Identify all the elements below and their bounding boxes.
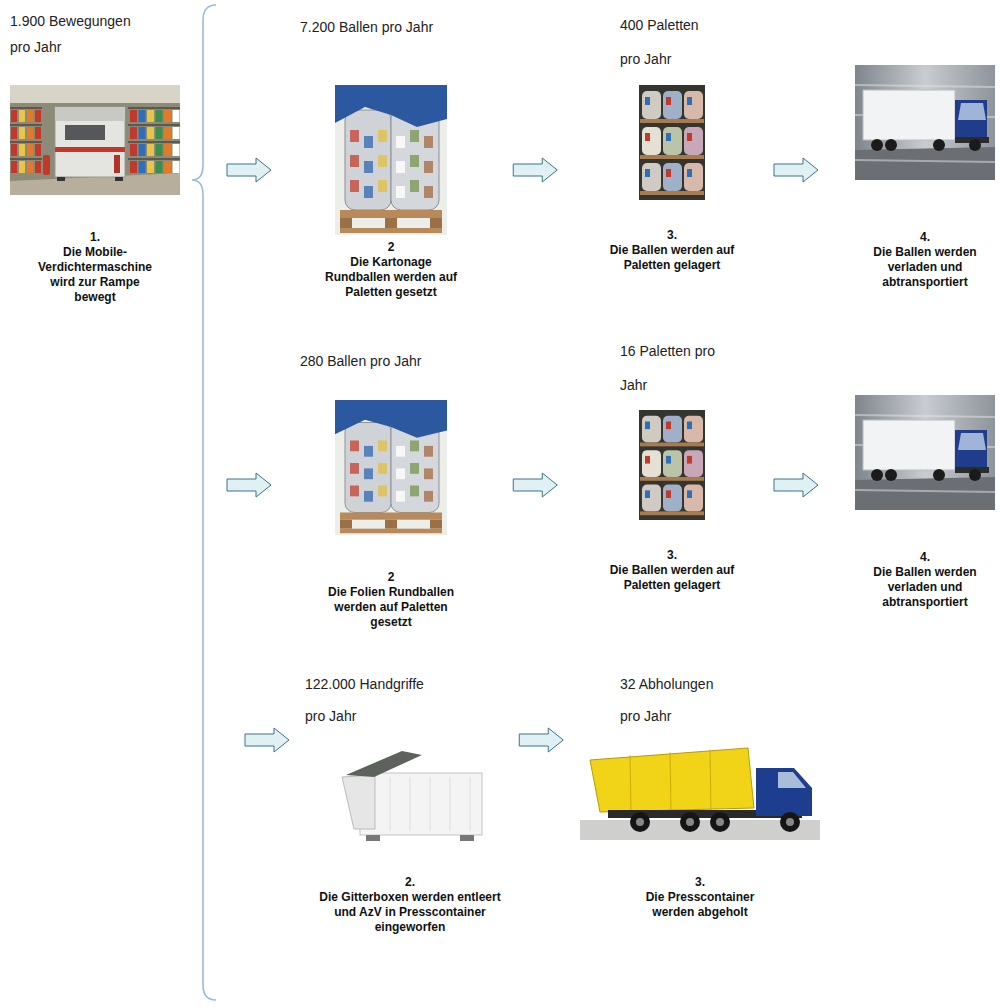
quantity-label: 16 Paletten pro Jahr — [620, 334, 716, 402]
step-illustration — [10, 85, 180, 195]
step-illustration — [335, 85, 447, 235]
step-number: 4. — [865, 550, 985, 565]
step-caption: Die Kartonage Rundballen werden auf Pale… — [319, 255, 464, 300]
block-arrow — [227, 473, 271, 497]
step-number: 1. — [29, 230, 161, 245]
step-caption: Die Ballen werden auf Paletten gelagert — [607, 243, 737, 273]
step-number: 2. — [318, 875, 503, 890]
step-illustration — [855, 395, 995, 510]
quantity-label: 32 Abholungen pro Jahr — [620, 668, 730, 732]
block-arrow — [513, 473, 557, 497]
process-step: 3.Die Ballen werden auf Paletten gelager… — [607, 85, 737, 273]
step-illustration — [335, 400, 447, 535]
process-step: 4.Die Ballen werden verladen und abtrans… — [855, 395, 995, 610]
step-caption: Die Ballen werden auf Paletten gelagert — [607, 563, 737, 593]
step-illustration — [330, 745, 490, 850]
process-step: 2.Die Gitterboxen werden entleert und Az… — [318, 745, 503, 935]
quantity-label: 400 Paletten pro Jahr — [620, 8, 720, 76]
step-caption: Die Presscontainer werden abgeholt — [635, 890, 765, 920]
block-arrow — [519, 728, 563, 752]
quantity-label: 122.000 Handgriffe pro Jahr — [305, 668, 440, 732]
step-number: 3. — [607, 228, 737, 243]
process-step: 2Die Kartonage Rundballen werden auf Pal… — [319, 85, 464, 300]
block-arrow — [774, 158, 818, 182]
process-step: 2Die Folien Rundballen werden auf Palett… — [319, 400, 464, 630]
block-arrow — [227, 158, 271, 182]
block-arrow — [774, 473, 818, 497]
quantity-label: 7.200 Ballen pro Jahr — [300, 14, 520, 40]
step-caption: Die Mobile-Verdichtermaschine wird zur R… — [29, 245, 161, 305]
quantity-label: 1.900 Bewegungen pro Jahr — [10, 8, 145, 60]
process-step: 1.Die Mobile-Verdichtermaschine wird zur… — [10, 85, 180, 305]
step-number: 4. — [865, 230, 985, 245]
process-step: 4.Die Ballen werden verladen und abtrans… — [855, 65, 995, 290]
step-number: 2 — [319, 240, 464, 255]
step-number: 2 — [319, 570, 464, 585]
step-illustration — [580, 738, 820, 840]
step-number: 3. — [607, 548, 737, 563]
block-arrow — [513, 158, 557, 182]
curly-bracket — [192, 5, 216, 1000]
process-step: 3.Die Presscontainer werden abgeholt — [580, 738, 820, 920]
process-step: 3.Die Ballen werden auf Paletten gelager… — [607, 410, 737, 593]
step-caption: Die Gitterboxen werden entleert und AzV … — [318, 890, 503, 935]
step-caption: Die Ballen werden verladen und abtranspo… — [865, 245, 985, 290]
step-illustration — [639, 85, 705, 200]
step-caption: Die Ballen werden verladen und abtranspo… — [865, 565, 985, 610]
step-illustration — [855, 65, 995, 180]
block-arrow — [245, 728, 289, 752]
step-number: 3. — [635, 875, 765, 890]
step-caption: Die Folien Rundballen werden auf Palette… — [319, 585, 464, 630]
quantity-label: 280 Ballen pro Jahr — [300, 348, 520, 374]
step-illustration — [639, 410, 705, 520]
